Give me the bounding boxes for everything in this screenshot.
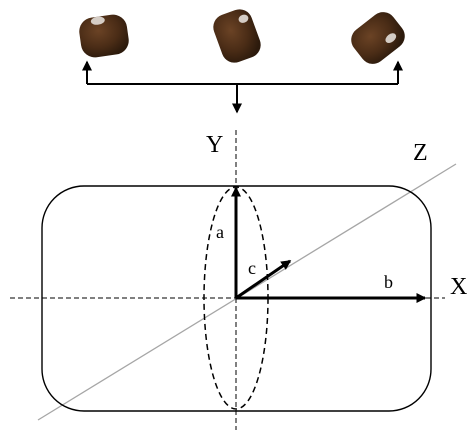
a-dimension-label: a <box>216 222 224 242</box>
x-axis-label: X <box>450 274 467 300</box>
seed-image-1 <box>79 14 129 58</box>
seed-image-2 <box>213 9 261 63</box>
connector-arrows <box>82 60 403 114</box>
c-dimension-label: c <box>248 258 256 278</box>
b-dimension-label: b <box>384 272 393 292</box>
y-axis-label: Y <box>206 132 223 158</box>
c-dimension-arrow <box>235 259 292 300</box>
z-axis-label: Z <box>413 140 428 166</box>
seed-image-3 <box>351 12 405 64</box>
